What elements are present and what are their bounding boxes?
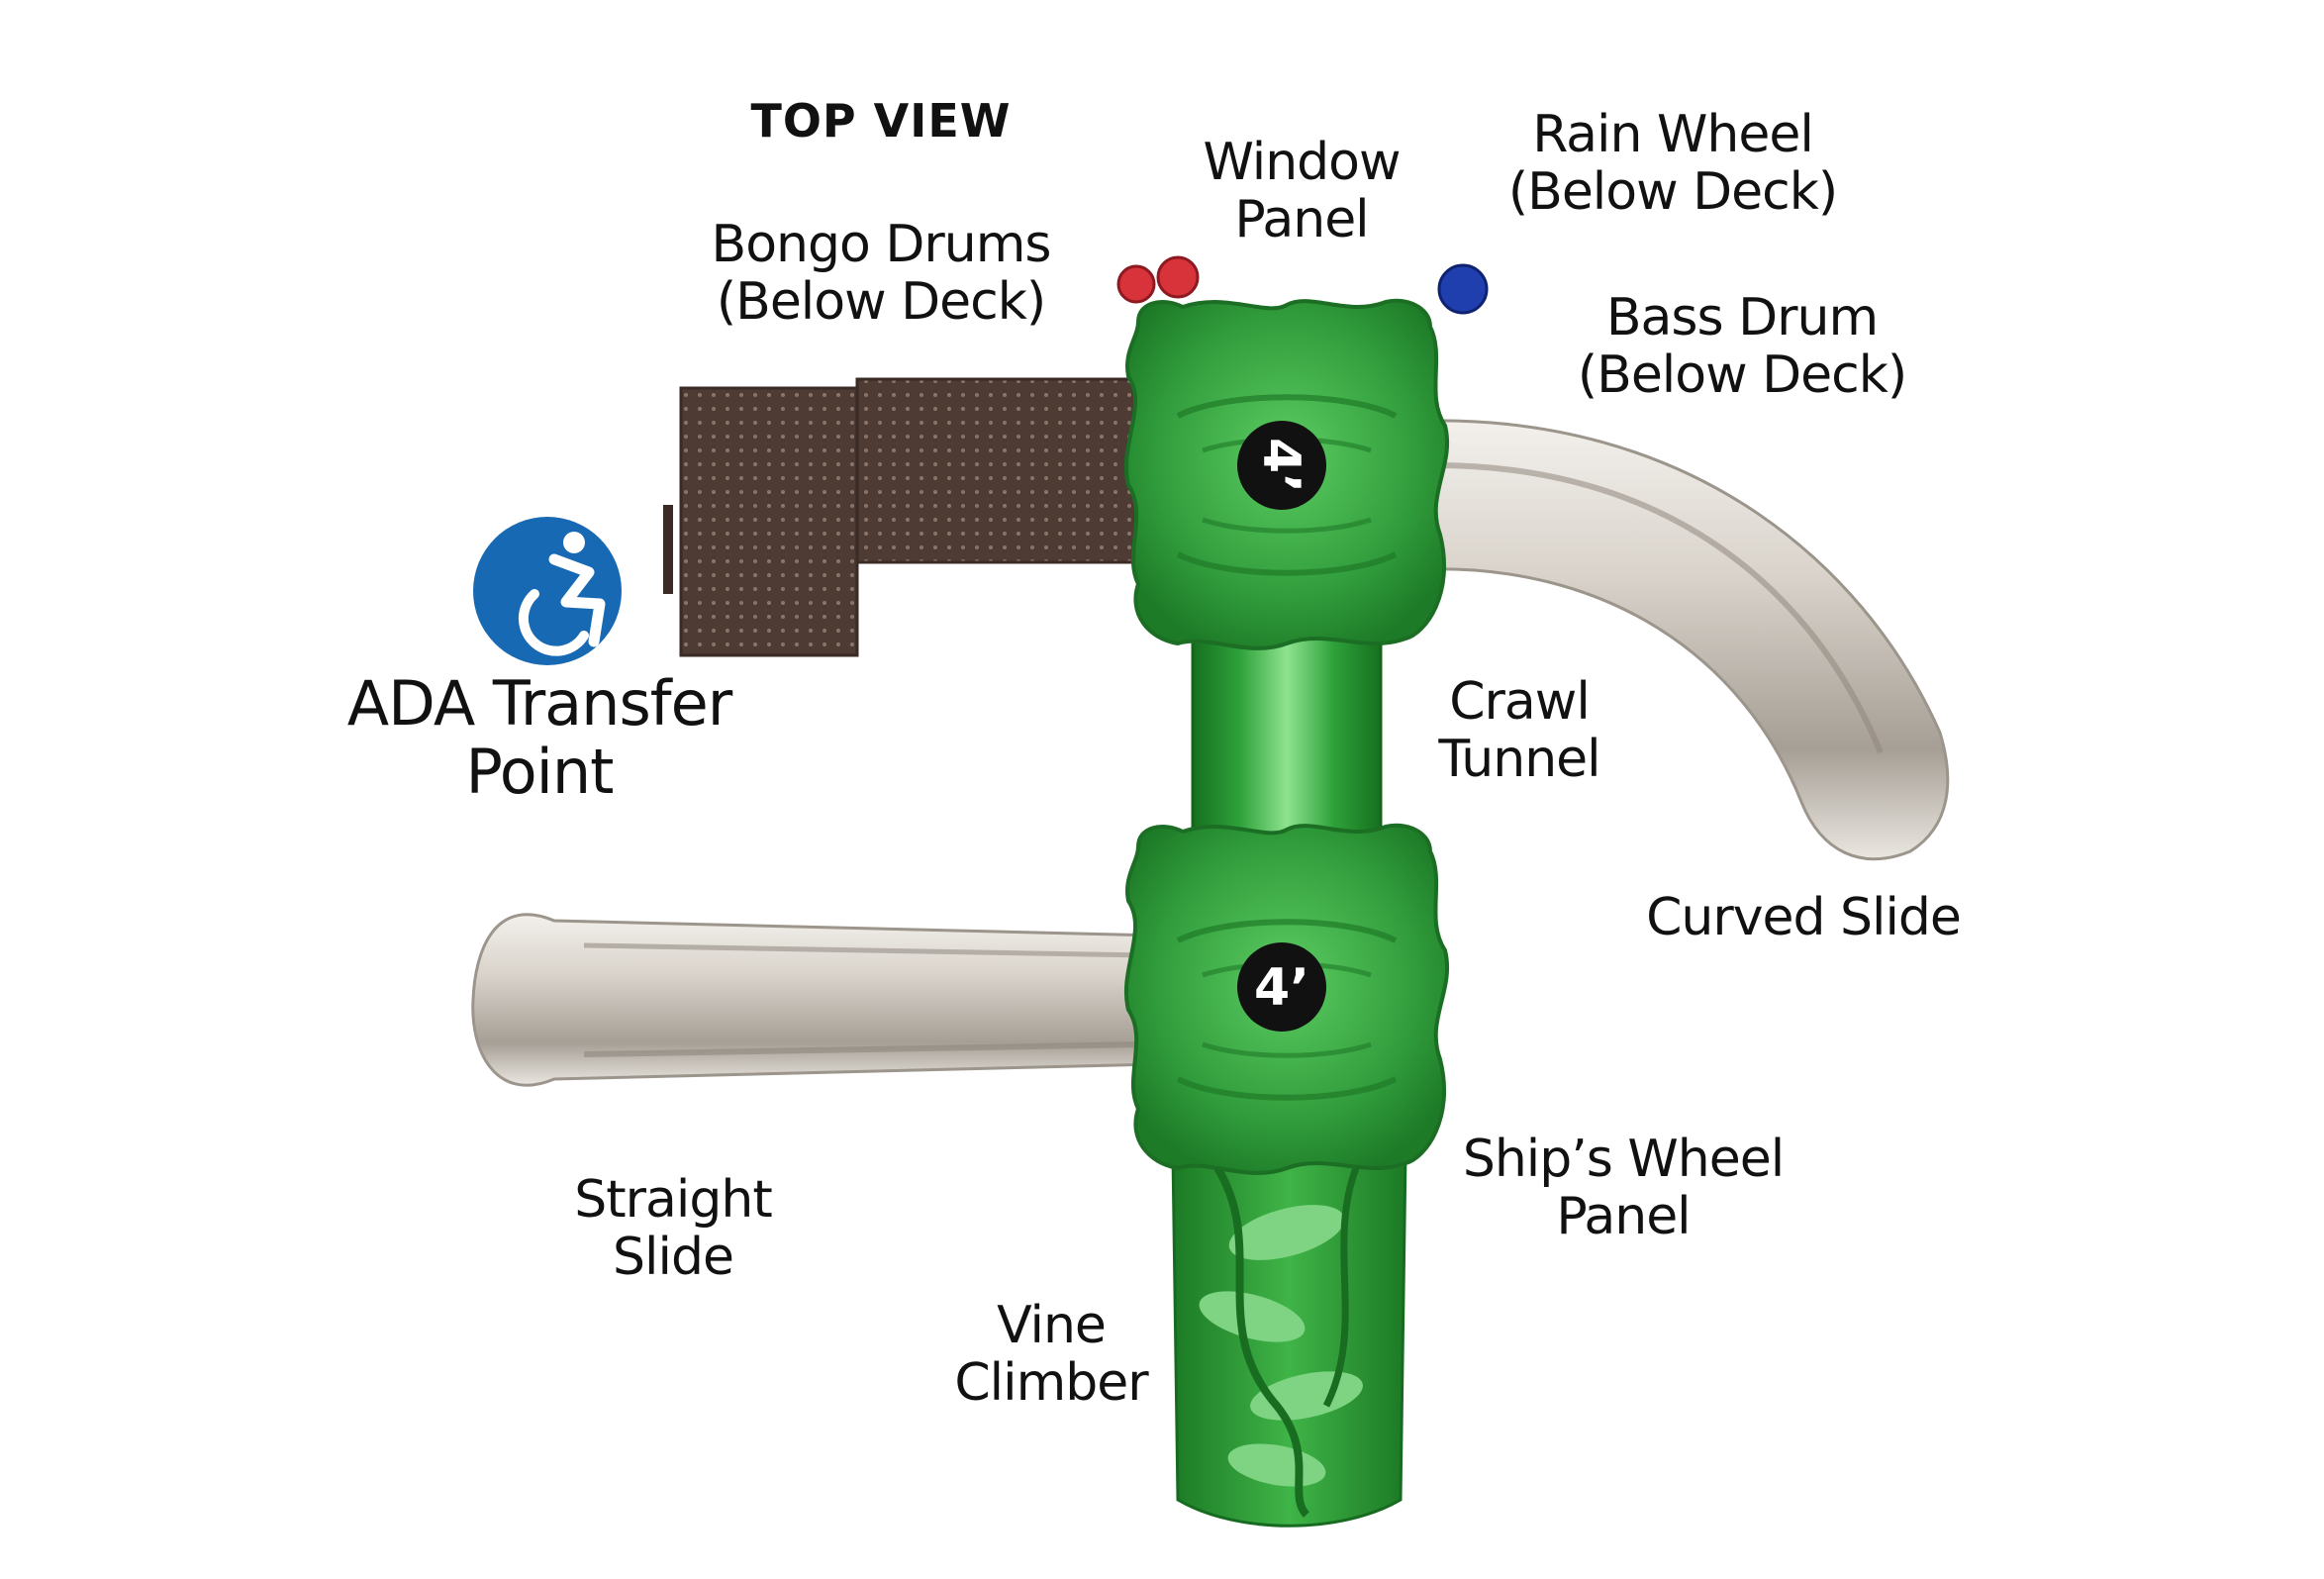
vine-climber — [1171, 1151, 1407, 1528]
label-window-panel: Window Panel — [1203, 133, 1401, 250]
crawl-tunnel — [1191, 612, 1383, 843]
upper-deck-height-badge: 4’ — [1237, 421, 1326, 510]
straight-slide — [471, 913, 1160, 1087]
label-ada-transfer-point: ADA Transfer Point — [346, 667, 732, 809]
transfer-platform — [663, 377, 1158, 657]
label-ships-wheel-panel: Ship’s Wheel Panel — [1462, 1130, 1785, 1247]
curved-slide — [1423, 419, 1950, 861]
lower-deck-height: 4’ — [1254, 958, 1309, 1018]
label-straight-slide: Straight Slide — [574, 1170, 772, 1288]
view-title: TOP VIEW — [750, 94, 1012, 148]
label-curved-slide: Curved Slide — [1646, 888, 1962, 947]
bongo-drums-marker — [1116, 255, 1200, 304]
upper-deck-height: 4’ — [1251, 438, 1310, 493]
label-vine-climber: Vine Climber — [954, 1296, 1148, 1414]
bass-drum-marker — [1437, 263, 1489, 315]
label-bass-drum: Bass Drum (Below Deck) — [1577, 288, 1907, 406]
lower-deck-height-badge: 4’ — [1237, 942, 1326, 1032]
wheelchair-icon — [473, 517, 622, 665]
label-crawl-tunnel: Crawl Tunnel — [1438, 672, 1600, 790]
label-rain-wheel: Rain Wheel (Below Deck) — [1507, 105, 1838, 223]
label-bongo-drums: Bongo Drums (Below Deck) — [711, 215, 1052, 333]
